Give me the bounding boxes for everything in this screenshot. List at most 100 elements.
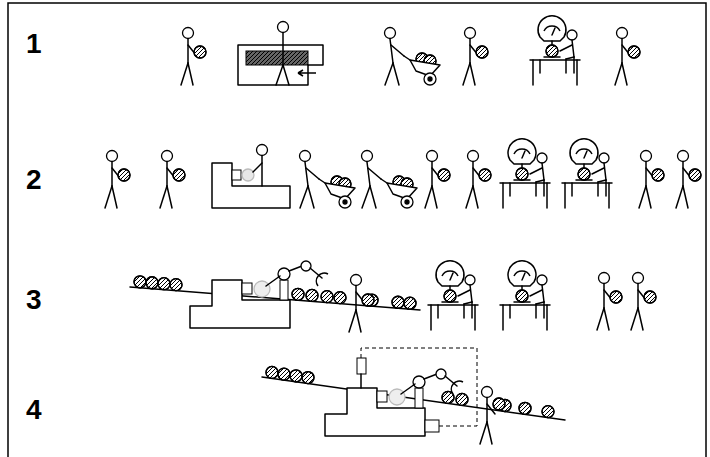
robot-gripper [451, 381, 463, 394]
ball-hatch [292, 288, 304, 300]
control-loop [361, 348, 477, 426]
worker-leg [535, 182, 537, 196]
ball-outline [404, 297, 416, 309]
workpiece-ball [519, 402, 531, 414]
workpiece-ball [493, 398, 505, 410]
worker-body [355, 286, 357, 310]
worker-leg [473, 186, 478, 208]
worker-figure [425, 151, 450, 209]
workpiece-ball [578, 168, 590, 180]
worker-leg [300, 186, 308, 208]
wheelbarrow-worker [300, 151, 356, 209]
machine-workpiece [246, 51, 308, 65]
worker-head [465, 28, 476, 39]
worker-figure [480, 387, 495, 445]
worker-body [111, 162, 113, 186]
machine-body [238, 45, 323, 85]
robot-arm [266, 276, 280, 286]
desk-leg [509, 183, 511, 196]
weighing-desk [500, 139, 550, 208]
chair-leg [573, 57, 575, 73]
desk-leg [576, 60, 578, 85]
ball-outline [306, 289, 318, 301]
worker-body [472, 162, 474, 186]
barrow-handle [404, 56, 410, 60]
worker-thigh [464, 302, 472, 304]
ball-outline [516, 168, 528, 180]
barrow-axle [343, 200, 347, 204]
worker-leg [622, 63, 627, 85]
robot-arm [445, 376, 457, 386]
ball-hatch [362, 294, 374, 306]
worker-leg [604, 308, 609, 330]
barrow-wheel [401, 196, 413, 208]
worker-leg [385, 63, 393, 85]
chair-leg [605, 180, 607, 196]
ball-hatch [610, 291, 622, 303]
desk-leg [532, 60, 534, 85]
ball-outline [302, 372, 314, 384]
worker-leg [432, 186, 437, 208]
workpiece-ball [546, 45, 558, 57]
worker-leg [683, 186, 688, 208]
scale-dial [508, 139, 536, 164]
workpiece-ball [542, 406, 554, 418]
workpiece-ball [644, 291, 656, 303]
ball-hatch [278, 368, 290, 380]
worker-arm [458, 290, 470, 296]
ball-hatch [516, 168, 528, 180]
worker-leg [425, 186, 432, 208]
worker-head [162, 151, 173, 162]
worker-figure [615, 28, 640, 86]
worker-leg [470, 63, 475, 85]
machine-chuck [242, 283, 252, 294]
workpiece-ball [146, 277, 158, 289]
worker-leg [308, 186, 314, 208]
worker-leg [676, 186, 683, 208]
workpiece-ball [479, 169, 491, 181]
worker-leg [112, 186, 117, 208]
worker-leg [349, 310, 356, 332]
worker-head [427, 151, 438, 162]
ball-outline [444, 290, 456, 302]
worker-body [542, 285, 544, 302]
worker-leg [188, 63, 193, 85]
workpiece-ball [438, 169, 450, 181]
weighing-desk [530, 16, 580, 85]
worker-figure [463, 28, 488, 86]
ball-outline [542, 406, 554, 418]
worker-figure [676, 151, 701, 209]
feed-arrow [298, 70, 316, 76]
ball-hatch [644, 291, 656, 303]
ball-outline [194, 46, 206, 58]
worker-figure [639, 151, 664, 209]
ball-hatch [170, 279, 182, 291]
ball-hatch [404, 297, 416, 309]
worker-leg [638, 308, 643, 330]
worker-figure [181, 28, 206, 86]
workpiece-ball [306, 289, 318, 301]
workpiece-ball [610, 291, 622, 303]
worker-body [603, 284, 605, 308]
worker-leg [597, 182, 599, 196]
desk-leg [546, 305, 548, 330]
worker-arm [530, 290, 542, 296]
robot-arm [310, 268, 322, 278]
ball-hatch [542, 406, 554, 418]
robot-column [280, 280, 288, 300]
worker-figure [349, 275, 364, 333]
worker-thigh [536, 302, 544, 304]
barrow-axle [428, 77, 432, 81]
desk-top [428, 304, 478, 306]
ball-outline [516, 290, 528, 302]
ball-hatch [476, 46, 488, 58]
worker-leg [565, 59, 567, 73]
scale-needle [522, 273, 525, 280]
ball-hatch [321, 291, 333, 303]
ball-outline [321, 291, 333, 303]
ball-outline [476, 46, 488, 58]
workpiece-ball [302, 372, 314, 384]
desk-leg [430, 305, 432, 330]
ball-outline [134, 276, 146, 288]
